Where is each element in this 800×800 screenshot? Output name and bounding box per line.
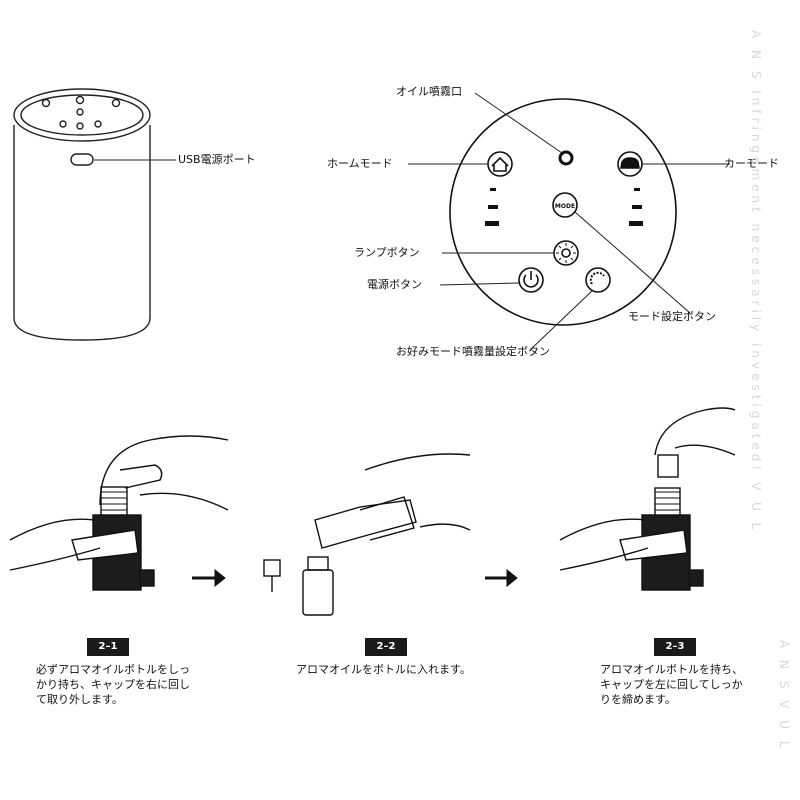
preferred-mode-label: お好みモード噴霧量設定ボタン — [396, 345, 550, 358]
step-3-illustration — [559, 407, 736, 591]
lamp-button-label: ランプボタン — [354, 246, 420, 259]
mode-button-label: モード設定ボタン — [628, 310, 716, 323]
arrow-1 — [192, 568, 226, 588]
watermark-text-2: A N S V U L — [777, 640, 791, 752]
step-1-text: 必ずアロマオイルボトルをしっ かり持ち、キャップを右に回し て取り外します。 — [36, 663, 190, 706]
car-mode-label: カーモード — [724, 157, 779, 170]
step-1-illustration — [9, 435, 229, 591]
step-3-text: アロマオイルボトルを持ち、 キャップを左に回してしっか りを締めます。 — [600, 663, 743, 706]
step-3-badge: 2–3 — [654, 638, 696, 656]
diffuser-cylinder — [13, 88, 151, 341]
usb-port-label: USB電源ポート — [178, 153, 256, 166]
mode-icon-label: MODE — [555, 203, 575, 210]
step-2-illustration — [263, 453, 471, 616]
watermark-text: A N S Infringement necessarily investiga… — [749, 30, 763, 534]
arrow-2 — [485, 568, 518, 588]
power-button-label: 電源ボタン — [367, 278, 422, 291]
step-1-badge: 2–1 — [87, 638, 129, 656]
top-panel-diagram — [449, 98, 677, 326]
panel-leader-lines — [408, 92, 730, 351]
step-2-text: アロマオイルをボトルに入れます。 — [296, 663, 471, 676]
oil-outlet-label: オイル噴霧口 — [396, 85, 462, 98]
home-mode-label: ホームモード — [327, 157, 393, 170]
step-2-badge: 2–2 — [365, 638, 407, 656]
